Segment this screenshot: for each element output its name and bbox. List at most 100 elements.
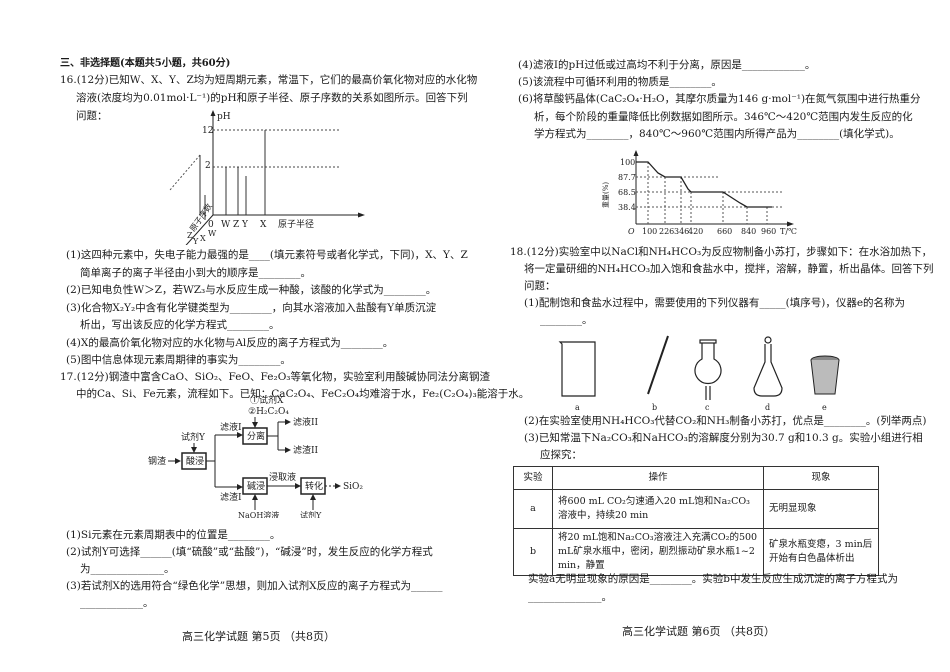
svg-text:滤渣II: 滤渣II [293,444,319,456]
svg-text:100: 100 [620,158,635,167]
svg-text:W: W [208,229,217,238]
q16-sub3: 析出，写出该反应的化学方程式________。 [80,319,280,331]
svg-text:试剂Y: 试剂Y [300,510,322,518]
apparatus-figure: a b c d e [558,335,840,412]
svg-text:b: b [652,403,657,412]
svg-text:浸取液: 浸取液 [269,471,296,483]
q16-stem: 溶液(浓度均为0.01mol·L⁻¹)的pH和原子半径、原子序数的关系如图所示。… [76,92,468,104]
q16-sub4: (4)X的最高价氧化物对应的水化物与Al反应的离子方程式为________。 [66,337,394,349]
q16-stem: 问题： [76,110,108,122]
q16-sub1: (1)这四种元素中，失电子能力最强的是____(填元素符号或者化学式，下同)，X… [66,249,468,261]
q18-stem: 18.(12分)实验室中以NaCl和NH₄HCO₃为反应物制备小苏打，步骤如下：… [510,246,933,258]
svg-text:226: 226 [659,227,674,236]
svg-text:分离: 分离 [247,430,265,442]
svg-text:e: e [822,403,827,412]
q17-sub2: 为______________。 [80,563,175,575]
svg-text:O: O [628,227,635,236]
svg-text:960: 960 [761,227,776,236]
svg-text:100: 100 [642,227,657,236]
svg-text:a: a [575,403,580,412]
svg-text:346: 346 [674,227,689,236]
q18-sub2: (2)在实验室使用NH₄HCO₃代替CO₂和NH₃制备小苏打，优点是______… [524,415,927,427]
table-header: 现象 [763,466,879,490]
svg-text:碱浸: 碱浸 [247,481,265,492]
q18-tail: ______________。 [528,591,612,603]
svg-text:Z: Z [233,220,239,230]
separatory-funnel-icon [694,339,722,400]
svg-text:840: 840 [741,227,756,236]
tga-chart: 重量(%) 100 87.7 68.5 38.4 O 100 226 346 4… [602,150,797,236]
q16-ph-radius-figure: pH 12 2 0 W Z Y X 原子半径 W X Y Z 原子序数 [169,110,365,245]
q17-sub2: (2)试剂Y可选择______(填“硫酸”或“盐酸”)，“碱浸”时，发生反应的化… [66,546,433,558]
svg-text:2: 2 [205,161,211,171]
svg-text:SiO₂: SiO₂ [343,482,363,492]
q16-sub1: 简单离子的离子半径由小到大的顺序是________。 [80,267,311,279]
section-heading: 三、非选择题(本题共5小题，共60分) [60,58,231,69]
q16-sub3: (3)化合物X₂Y₂中含有化学键类型为________，向其水溶液加入盐酸有Y单… [66,302,437,314]
svg-text:Y: Y [192,237,199,245]
q16-sub2: (2)已知电负性W＞Z，若WZ₃与水反应生成一种酸，该酸的化学式为_______… [66,284,437,296]
q17-sub6: (6)将草酸钙晶体(CaC₂O₄·H₂O，其摩尔质量为146 g·mol⁻¹)在… [518,93,921,105]
table-row: a 将600 mL CO₂匀速通入20 mL饱和Na₂CO₃溶液中，持续20 m… [513,489,879,529]
svg-text:试剂Y: 试剂Y [181,431,206,443]
svg-text:660: 660 [717,227,732,236]
q17-sub1: (1)Si元素在元素周期表中的位置是________。 [66,529,281,541]
q17-sub5: (5)该流程中可循环利用的物质是________。 [518,76,722,88]
q18-sub1: (1)配制饱和食盐水过程中，需要使用的下列仪器有_____(填序号)，仪器e的名… [524,297,906,309]
q17-sub4: (4)滤液I的pH过低或过高均不利于分离，原因是____________。 [518,59,816,71]
q18-sub3: (3)已知常温下Na₂CO₃和NaHCO₃的溶解度分别为30.7 g和10.3 … [524,432,923,444]
crucible-icon [810,355,840,395]
q17-stem: 中的Ca、Si、Fe元素，流程如下。已知：CaC₂O₄、FeC₂O₄均难溶于水，… [76,388,530,400]
svg-text:NaOH溶液: NaOH溶液 [238,510,279,518]
svg-text:Y: Y [241,220,249,230]
table-header: 实验 [513,466,553,490]
svg-text:c: c [705,403,710,412]
volumetric-flask-icon [753,336,783,397]
page-6: (4)滤液I的pH过低或过高均不利于分离，原因是____________。 (5… [510,0,934,672]
q17-sub6: 析，每个阶段的重量降低比例数据如图所示。346℃～420℃范围内发生反应的化 [534,111,913,123]
svg-text:滤液II: 滤液II [293,416,319,428]
svg-text:Z: Z [187,231,193,240]
svg-text:0: 0 [208,220,214,230]
svg-text:②H₂C₂O₄: ②H₂C₂O₄ [248,407,289,417]
tga-curve [636,161,772,208]
q17-flowchart: 钢渣 试剂Y 酸浸 滤液I 滤渣I ①试剂X ②H₂C₂O₄ 分离 滤液II 滤… [148,394,363,518]
table-row: b 将20 mL饱和Na₂CO₃溶液注入充满CO₂的500 mL矿泉水瓶中，密闭… [513,528,879,576]
svg-text:钢渣: 钢渣 [148,455,166,467]
svg-text:酸浸: 酸浸 [186,456,204,467]
q17-sub3: ____________。 [80,597,154,609]
q18-stem: 问题： [524,280,556,292]
q16-sub5: (5)图中信息体现元素周期律的事实为________。 [66,354,291,366]
q18-stem: 将一定量研细的NH₄HCO₃加入饱和食盐水中，搅拌，溶解，静置，析出晶体。回答下… [524,263,934,275]
svg-text:滤渣I: 滤渣I [220,491,242,503]
svg-text:68.5: 68.5 [618,188,636,197]
svg-text:重量(%): 重量(%) [602,182,610,208]
svg-text:87.7: 87.7 [618,173,636,182]
svg-text:W: W [221,220,231,230]
x-axis-label: 原子半径 [278,218,314,230]
page-5: 三、非选择题(本题共5小题，共60分) 16.(12分)已知W、X、Y、Z均为短… [60,0,529,672]
page-footer: 高三化学试题 第5页 （共8页） [182,630,335,643]
svg-text:X: X [260,220,267,230]
svg-text:X: X [200,234,206,243]
q17-sub6: 学方程式为________，840℃～960℃范围内所得产品为________(… [534,128,900,140]
q18-tail: 实验a无明显现象的原因是________。实验b中发生反应生成沉淀的离子方程式为 [528,573,898,585]
q16-stem: 16.(12分)已知W、X、Y、Z均为短周期元素，常温下，它们的最高价氧化物对应… [60,74,478,86]
q18-sub3: 应探究： [540,449,582,461]
experiment-table: 实验 操作 现象 a 将600 mL CO₂匀速通入20 mL饱和Na₂CO₃溶… [513,466,879,576]
q17-sub3: (3)若试剂X的选用符合“绿色化学”思想，则加入试剂X反应的离子方程式为____… [66,580,443,592]
y-axis-label: pH [217,112,231,122]
glass-rod-icon [647,335,669,395]
beaker-icon [558,341,596,397]
q17-stem: 17.(12分)钢渣中富含CaO、SiO₂、FeO、Fe₂O₃等氧化物，实验室利… [60,371,491,383]
page-footer: 高三化学试题 第6页 （共8页） [622,625,775,638]
svg-text:转化: 转化 [305,480,323,492]
svg-text:T/℃: T/℃ [780,227,797,236]
svg-text:420: 420 [688,227,703,236]
svg-text:12: 12 [202,126,213,136]
svg-text:①试剂X: ①试剂X [250,394,284,406]
table-header: 操作 [552,466,764,490]
svg-text:滤液I: 滤液I [220,421,242,433]
svg-text:d: d [765,403,770,412]
svg-text:38.4: 38.4 [618,203,636,212]
